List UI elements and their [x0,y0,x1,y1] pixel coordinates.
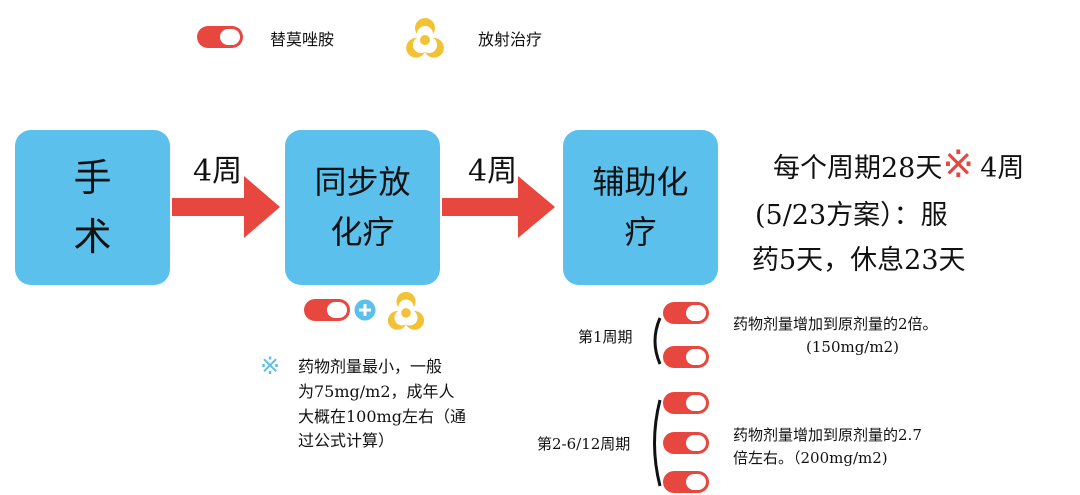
flow-arrow-1 [172,176,280,238]
concurrent-radiation-icon [387,291,425,330]
cycle-2-text-line: 倍左右。（200mg/m2) [733,449,888,468]
cycle-label-2: 第2-6/12周期 [537,435,631,453]
legend-label-radiotherapy: 放射治疗 [478,30,543,49]
concurrent-note-line: 为75mg/m2，成年人 [298,381,455,401]
flow-step-line: 辅助化 [592,162,689,201]
flow-step-concurrent-chemoradiation: 同步放化疗 [285,130,440,285]
cycle-note-line3: 药5天，休息23天 [752,245,966,276]
cycle-label-1: 第1周期 [578,328,633,346]
concurrent-note-line: 药物剂量最小，一般 [298,357,443,376]
cycle-2-text: 药物剂量增加到原剂量的2.7 倍左右。（200mg/m2) [733,424,922,471]
cycle-note-text-tail: 4周 [980,153,1025,184]
legend-pill-icon [197,26,243,48]
cycle-1-text-line: 药物剂量增加到原剂量的2倍。 [733,315,938,333]
cycle-1-text-line: (150mg/m2) [806,338,899,357]
flow-arrow-2 [442,176,555,238]
concurrent-note-line: 过公式计算） [298,431,395,451]
cycle-1-pill-icon [663,302,709,324]
flow-step-line: 同步放 [314,162,411,201]
legend-radiation-icon [406,18,444,58]
cycle-2-pill-icon [663,432,709,454]
flow-arrow-label-2: 4周 [468,154,518,189]
cycle-note-line2: (5/23方案）：服 [755,200,948,231]
cycle-2-pill-icon [663,392,709,414]
concurrent-note-line: 大概在100mg左右（通 [298,406,466,426]
cycle-1-text: 药物剂量增加到原剂量的2倍。 (150mg/m2) [733,313,938,360]
flow-step-adjuvant-chemo: 辅助化疗 [563,130,718,285]
flow-step-line: 手 [73,155,112,200]
cycle-2-bracket [653,399,662,487]
reference-mark-icon: ※ [260,352,281,380]
cycle-2-text-line: 药物剂量增加到原剂量的2.7 [733,426,922,444]
concurrent-pill-icon [304,299,350,321]
plus-icon [354,299,376,321]
cycle-2-pill-icon [663,471,709,493]
flow-step-line: 疗 [624,212,657,251]
concurrent-note: 药物剂量最小，一般 为75mg/m2，成年人 大概在100mg左右（通 过公式计… [298,355,466,454]
flow-step-line: 术 [73,214,112,259]
flow-arrow-label-1: 4周 [193,154,243,189]
cycle-1-bracket [653,317,662,365]
reference-mark-icon: ※ [942,142,975,186]
cycle-note-line1: 每个周期28天※4周 [773,145,1025,185]
legend-label-temozolomide: 替莫唑胺 [270,30,335,49]
cycle-1-pill-icon [663,346,709,368]
flow-step-line: 化疗 [330,212,395,251]
flow-step-surgery: 手术 [15,130,170,285]
cycle-note-text: 每个周期28天 [773,153,943,184]
